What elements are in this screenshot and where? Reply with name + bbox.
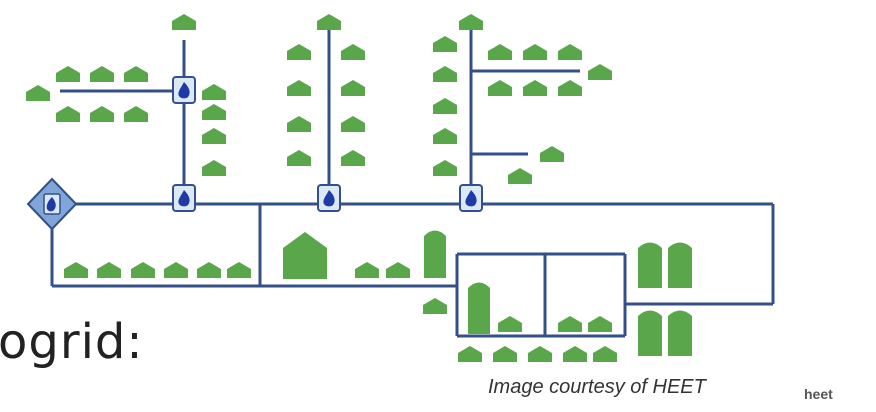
- house-icon: [423, 298, 447, 314]
- house-icon: [355, 262, 379, 278]
- house-icon: [341, 80, 365, 96]
- house-icon: [433, 128, 457, 144]
- apartment-building-icon: [638, 310, 662, 356]
- house-icon: [458, 346, 482, 362]
- house-icon: [227, 262, 251, 278]
- pipe-network: [50, 30, 775, 338]
- house-icon: [433, 36, 457, 52]
- flame-icon: [178, 190, 190, 207]
- house-icon: [283, 232, 327, 279]
- house-icon: [287, 80, 311, 96]
- house-icon: [498, 316, 522, 332]
- house-icon: [287, 116, 311, 132]
- house-icon: [26, 85, 50, 101]
- flame-icon: [178, 82, 190, 99]
- house-icon: [341, 44, 365, 60]
- house-icon: [433, 66, 457, 82]
- heat-node: [317, 184, 341, 212]
- apartment-building-icon: [668, 242, 692, 288]
- house-icon: [558, 316, 582, 332]
- house-icon: [97, 262, 121, 278]
- nodes-group: [26, 76, 483, 231]
- house-icon: [493, 346, 517, 362]
- house-icon: [558, 44, 582, 60]
- house-icon: [488, 44, 512, 60]
- image-credit: Image courtesy of HEET: [488, 376, 706, 398]
- heat-node: [459, 184, 483, 212]
- partial-heading: ogrid:: [0, 314, 144, 370]
- house-icon: [56, 106, 80, 122]
- apartment-building-icon: [468, 282, 490, 334]
- house-icon: [287, 44, 311, 60]
- buildings-group: [26, 14, 692, 362]
- house-icon: [588, 316, 612, 332]
- house-icon: [341, 150, 365, 166]
- house-icon: [202, 104, 226, 120]
- heet-logo: heet: [804, 386, 833, 402]
- house-icon: [164, 262, 188, 278]
- apartment-building-icon: [638, 242, 662, 288]
- house-icon: [197, 262, 221, 278]
- heat-node: [172, 76, 196, 104]
- house-icon: [202, 160, 226, 176]
- house-icon: [588, 64, 612, 80]
- flame-icon: [465, 190, 477, 207]
- flame-icon: [323, 190, 335, 207]
- house-icon: [64, 262, 88, 278]
- heat-node: [172, 184, 196, 212]
- house-icon: [523, 80, 547, 96]
- flame-icon: [46, 197, 56, 212]
- house-icon: [172, 14, 196, 30]
- house-icon: [593, 346, 617, 362]
- house-icon: [287, 150, 311, 166]
- house-icon: [563, 346, 587, 362]
- house-icon: [90, 66, 114, 82]
- house-icon: [202, 84, 226, 100]
- house-icon: [508, 168, 532, 184]
- house-icon: [459, 14, 483, 30]
- house-icon: [433, 160, 457, 176]
- house-icon: [386, 262, 410, 278]
- house-icon: [90, 106, 114, 122]
- apartment-building-icon: [424, 230, 446, 278]
- house-icon: [56, 66, 80, 82]
- source-node-icon: [26, 177, 78, 231]
- apartment-building-icon: [668, 310, 692, 356]
- house-icon: [124, 106, 148, 122]
- house-icon: [124, 66, 148, 82]
- house-icon: [558, 80, 582, 96]
- house-icon: [341, 116, 365, 132]
- house-icon: [523, 44, 547, 60]
- house-icon: [433, 98, 457, 114]
- house-icon: [317, 14, 341, 30]
- house-icon: [528, 346, 552, 362]
- house-icon: [131, 262, 155, 278]
- house-icon: [202, 128, 226, 144]
- house-icon: [488, 80, 512, 96]
- house-icon: [540, 146, 564, 162]
